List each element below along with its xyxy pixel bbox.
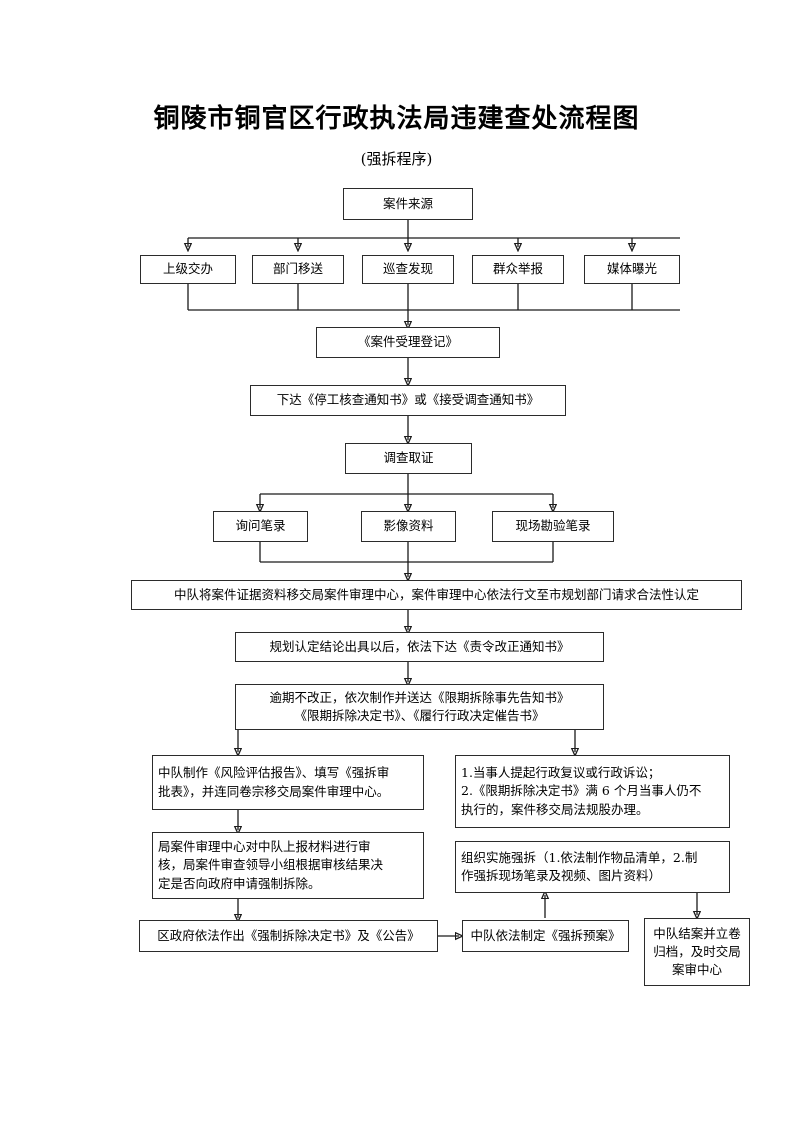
node-src-public-report[interactable]: 群众举报 [472,255,564,284]
node-bureau-review[interactable]: 局案件审理中心对中队上报材料进行审 核，局案件审查领导小组根据审核结果决 定是否… [152,832,424,899]
node-src-patrol-label: 巡查发现 [382,261,433,277]
node-src-department[interactable]: 部门移送 [252,255,344,284]
node-issue-notice-label: 下达《停工核查通知书》或《接受调查通知书》 [276,392,540,408]
node-case-registration-label: 《案件受理登记》 [357,334,458,350]
node-demolition-plan-label: 中队依法制定《强拆预案》 [470,927,621,943]
node-evidence-interview[interactable]: 询问笔录 [213,511,308,542]
node-risk-assessment-label: 中队制作《风险评估报告》、填写《强拆审 批表》，并连同卷宗移交局案件审理中心。 [158,765,390,799]
page-subtitle: (强拆程序) [360,150,433,168]
node-overdue-documents[interactable]: 逾期不改正，依次制作并送达《限期拆除事先告知书》 《限期拆除决定书》、《履行行政… [235,684,604,730]
page-title: 铜陵市铜官区行政执法局违建查处流程图 [153,104,640,134]
node-issue-notice[interactable]: 下达《停工核查通知书》或《接受调查通知书》 [250,385,566,416]
node-overdue-documents-label: 逾期不改正，依次制作并送达《限期拆除事先告知书》 《限期拆除决定书》、《履行行政… [269,689,570,723]
node-bureau-review-label: 局案件审理中心对中队上报材料进行审 核，局案件审查领导小组根据审核结果决 定是否… [158,839,384,891]
node-legal-remedies-label: 1.当事人提起行政复议或行政诉讼； 2.《限期拆除决定书》满 6 个月当事人仍不… [461,765,702,817]
node-execute-demolition-label: 组织实施强拆（1.依法制作物品清单，2.制 作强拆现场笔录及视频、图片资料） [461,849,698,883]
node-src-superior-label: 上级交办 [162,261,213,277]
node-risk-assessment[interactable]: 中队制作《风险评估报告》、填写《强拆审 批表》，并连同卷宗移交局案件审理中心。 [152,755,424,810]
node-correction-notice-label: 规划认定结论出具以后，依法下达《责令改正通知书》 [269,638,570,654]
node-transfer-to-review-center-label: 中队将案件证据资料移交局案件审理中心，案件审理中心依法行文至市规划部门请求合法性… [173,586,699,602]
node-evidence-site-survey[interactable]: 现场勘验笔录 [492,511,614,542]
node-transfer-to-review-center[interactable]: 中队将案件证据资料移交局案件审理中心，案件审理中心依法行文至市规划部门请求合法性… [131,580,742,610]
node-evidence-media[interactable]: 影像资料 [361,511,456,542]
node-execute-demolition[interactable]: 组织实施强拆（1.依法制作物品清单，2.制 作强拆现场笔录及视频、图片资料） [455,841,730,893]
node-src-media[interactable]: 媒体曝光 [584,255,680,284]
node-src-superior[interactable]: 上级交办 [140,255,236,284]
node-src-public-report-label: 群众举报 [492,261,543,277]
node-investigation-label: 调查取证 [383,450,434,466]
node-src-patrol[interactable]: 巡查发现 [362,255,454,284]
node-case-archive-label: 中队结案并立卷 归档，及时交局 案审中心 [653,925,741,978]
node-legal-remedies[interactable]: 1.当事人提起行政复议或行政诉讼； 2.《限期拆除决定书》满 6 个月当事人仍不… [455,755,730,828]
node-government-decision[interactable]: 区政府依法作出《强制拆除决定书》及《公告》 [139,920,438,952]
node-case-archive[interactable]: 中队结案并立卷 归档，及时交局 案审中心 [644,918,750,986]
node-government-decision-label: 区政府依法作出《强制拆除决定书》及《公告》 [157,927,420,943]
node-src-department-label: 部门移送 [272,261,323,277]
node-correction-notice[interactable]: 规划认定结论出具以后，依法下达《责令改正通知书》 [235,632,604,662]
node-demolition-plan[interactable]: 中队依法制定《强拆预案》 [462,920,629,952]
node-evidence-site-survey-label: 现场勘验笔录 [515,518,591,534]
node-source[interactable]: 案件来源 [343,188,473,220]
node-src-media-label: 媒体曝光 [606,261,657,277]
node-evidence-media-label: 影像资料 [383,518,434,534]
node-investigation[interactable]: 调查取证 [345,443,472,474]
node-case-registration[interactable]: 《案件受理登记》 [316,327,500,358]
node-source-label: 案件来源 [382,195,433,211]
node-evidence-interview-label: 询问笔录 [235,518,286,534]
